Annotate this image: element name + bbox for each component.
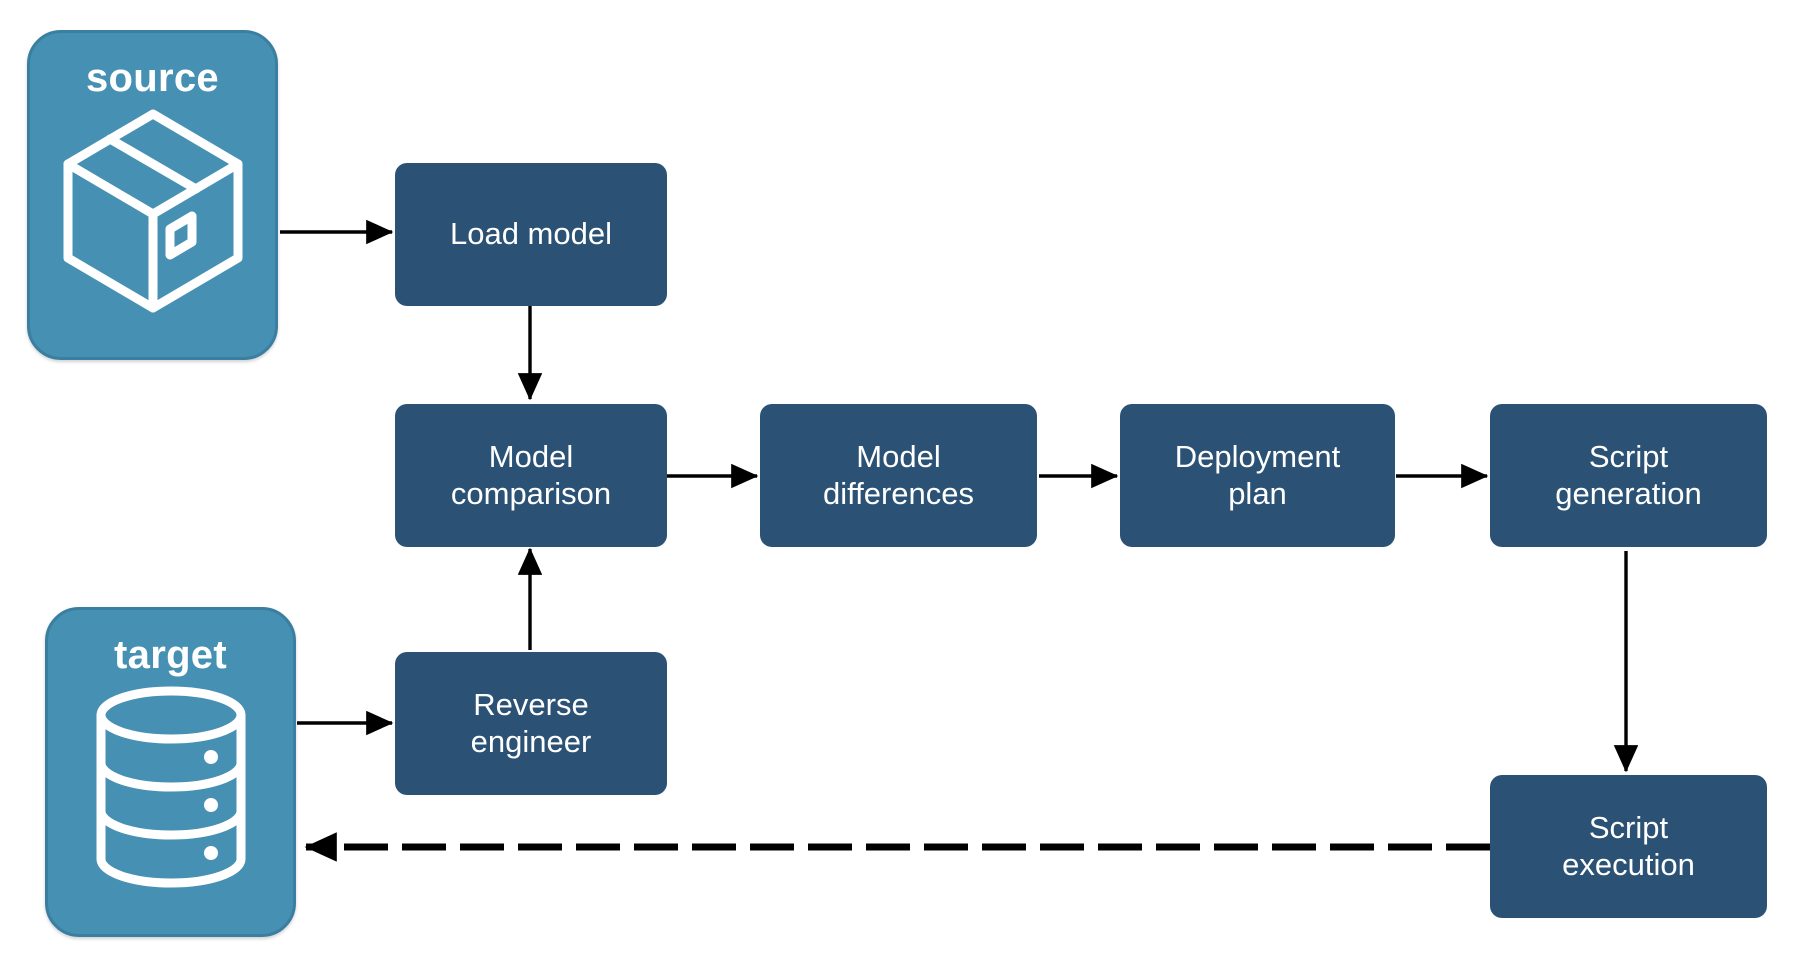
process-label-deployment-plan: Deployment plan (1174, 438, 1341, 511)
process-node-model-differences[interactable]: Model differences (760, 404, 1037, 547)
process-label-reverse-engineer: Reverse engineer (470, 686, 592, 759)
endpoint-label-target: target (114, 633, 227, 677)
endpoint-node-source[interactable]: source (27, 30, 278, 360)
process-node-script-execution[interactable]: Script execution (1490, 775, 1767, 918)
process-label-script-execution: Script execution (1562, 809, 1695, 882)
process-label-script-generation: Script generation (1555, 438, 1702, 511)
process-node-script-generation[interactable]: Script generation (1490, 404, 1767, 547)
process-label-model-differences: Model differences (822, 438, 975, 511)
package-box-icon (60, 106, 246, 319)
endpoint-label-source: source (86, 56, 219, 100)
process-node-reverse-engineer[interactable]: Reverse engineer (395, 652, 667, 795)
database-cylinder-icon (91, 683, 251, 896)
process-node-load-model[interactable]: Load model (395, 163, 667, 306)
endpoint-node-target[interactable]: target (45, 607, 296, 937)
process-node-deployment-plan[interactable]: Deployment plan (1120, 404, 1395, 547)
process-label-load-model: Load model (449, 216, 612, 252)
process-node-model-comparison[interactable]: Model comparison (395, 404, 667, 547)
process-label-model-comparison: Model comparison (450, 438, 612, 511)
